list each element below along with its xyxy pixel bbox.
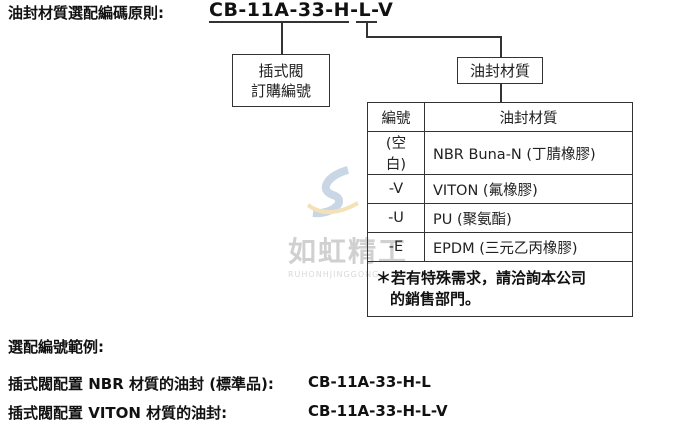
example-code: CB-11A-33-H-L-V <box>308 402 448 420</box>
row-code: -U <box>367 203 425 233</box>
model-code: CB-11A-33-H-L-V <box>209 0 394 21</box>
connector <box>500 36 502 57</box>
example-label: 插式閥配置 NBR 材質的油封 (標準品): <box>8 375 274 393</box>
row-material: VITON (氟橡膠) <box>424 174 633 204</box>
header-material: 油封材質 <box>424 102 633 132</box>
connector <box>500 83 502 102</box>
valve-box-line2: 訂購編號 <box>250 81 311 100</box>
connector <box>281 21 283 54</box>
table-note: ＊若有特殊需求，請洽詢本公司的銷售部門。 <box>367 261 633 317</box>
row-material: NBR Buna-N (丁腈橡膠) <box>424 131 633 175</box>
logo-swirl-icon <box>306 166 359 218</box>
code-underline <box>209 21 349 23</box>
note-line1: ＊若有特殊需求，請洽詢本公司 <box>376 269 587 287</box>
table-header-row: 編號油封材質 <box>367 102 633 132</box>
header-code: 編號 <box>367 102 425 132</box>
note-line2: 的銷售部門。 <box>390 290 481 308</box>
page-title: 油封材質選配編碼原則: <box>8 4 164 22</box>
row-code: -V <box>367 174 425 204</box>
connector <box>366 21 368 37</box>
table-note-row: ＊若有特殊需求，請洽詢本公司的銷售部門。 <box>367 261 633 317</box>
connector <box>366 36 501 38</box>
table-row: (空白)NBR Buna-N (丁腈橡膠) <box>367 131 633 175</box>
valve-order-box: 插式閥 訂購編號 <box>232 54 330 107</box>
example-label: 插式閥配置 VITON 材質的油封: <box>8 404 228 422</box>
watermark-en: RUHONHJINGGONG <box>288 270 380 279</box>
row-code: -E <box>367 232 425 262</box>
valve-box-line1: 插式閥 <box>258 61 304 80</box>
row-code: (空白) <box>367 131 425 175</box>
row-material: PU (聚氨酯) <box>424 203 633 233</box>
row-material: EPDM (三元乙丙橡膠) <box>424 232 633 262</box>
examples-title: 選配編號範例: <box>8 338 104 356</box>
seal-material-box: 油封材質 <box>457 57 543 84</box>
example-code: CB-11A-33-H-L <box>308 373 431 391</box>
